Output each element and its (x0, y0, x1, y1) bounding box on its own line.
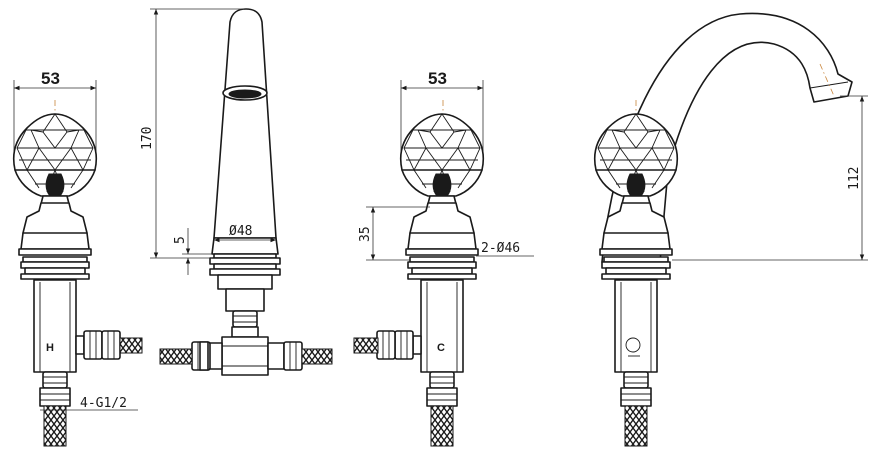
arc-spout-height-label: 112 (847, 167, 862, 190)
left-handle-width-label: 53 (41, 69, 60, 88)
arc-spout-assembly (593, 12, 868, 447)
handle-diameter-label: 2-Ø46 (481, 241, 520, 256)
handle-base-height-label: 35 (358, 226, 373, 242)
cold-marking: C (437, 342, 445, 354)
left-hot-valve: H (12, 80, 143, 447)
right-cold-valve: C (353, 80, 534, 447)
thread-spec-label: 4-G1/2 (80, 396, 127, 411)
spout-base-height-label: 5 (173, 236, 188, 244)
center-spout (150, 8, 333, 376)
spout-height-label: 170 (140, 127, 155, 150)
hot-marking: H (46, 342, 54, 354)
right-handle-width-label: 53 (428, 69, 447, 88)
spout-diameter-label: Ø48 (229, 224, 252, 239)
